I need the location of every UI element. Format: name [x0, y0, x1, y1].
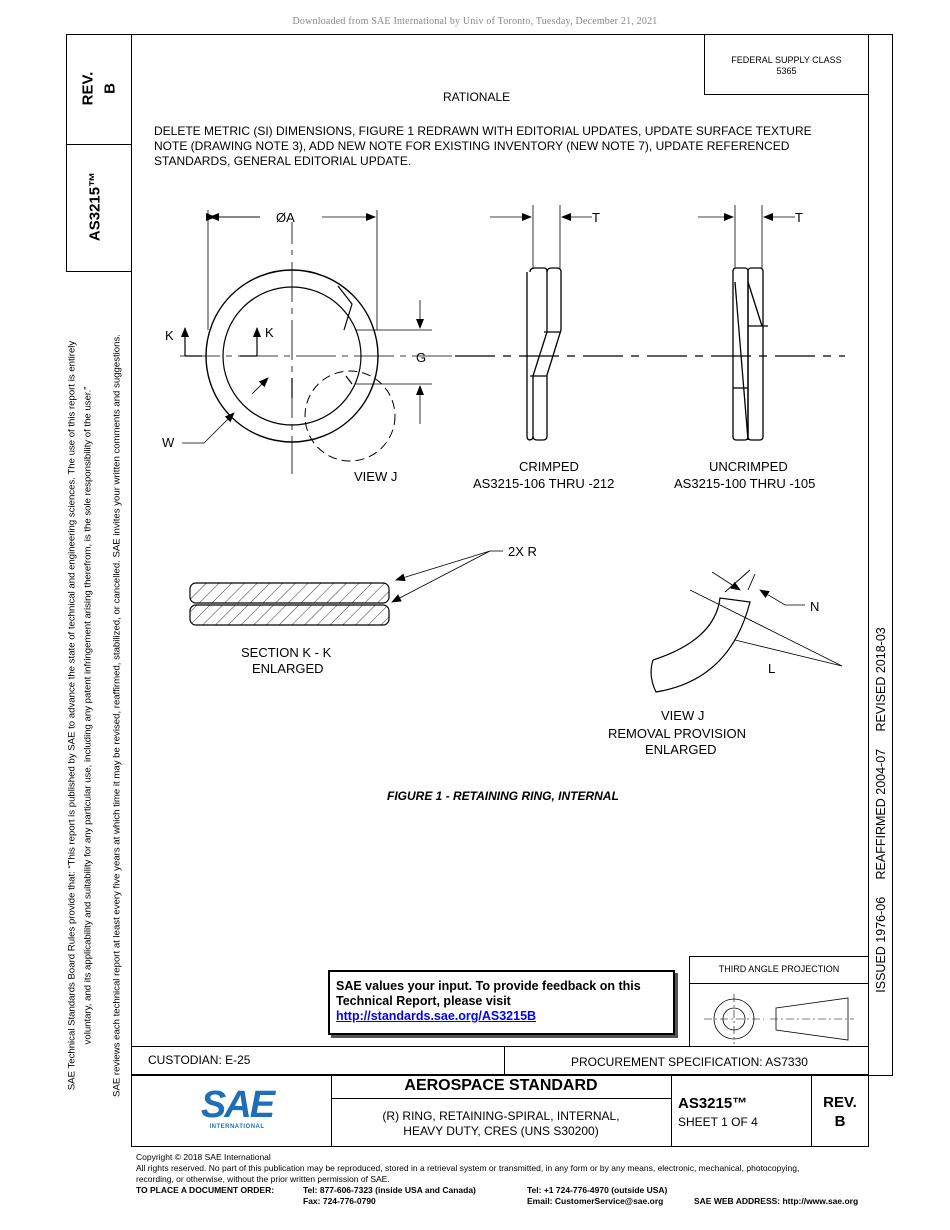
t-label-uncrimped: T — [795, 210, 803, 225]
g-label: G — [416, 350, 426, 365]
federal-supply-value: 5365 — [776, 66, 797, 76]
crimped-side-view — [490, 205, 592, 441]
left-strip-frame — [66, 34, 132, 272]
title-block-div-b — [671, 1074, 672, 1147]
l-label: L — [768, 661, 775, 676]
fax: Fax: 724-776-0790 — [303, 1196, 376, 1206]
section-label-1: SECTION K - K — [241, 645, 332, 660]
third-angle-symbol — [704, 994, 854, 1044]
title-block-div-c — [811, 1074, 812, 1147]
view-j-removal — [650, 569, 843, 693]
custodian: CUSTODIAN: E-25 — [148, 1053, 251, 1067]
aerospace-standard: AEROSPACE STANDARD — [404, 1077, 598, 1094]
download-note: Downloaded from SAE International by Uni… — [292, 16, 658, 27]
sae-logo: SAE INTERNATIONAL — [192, 1086, 282, 1136]
web-address: SAE WEB ADDRESS: http://www.sae.org — [694, 1196, 859, 1206]
tel-usa: Tel: 877-606-7323 (inside USA and Canada… — [303, 1185, 476, 1195]
crimped-range: AS3215-106 THRU -212 — [473, 476, 614, 491]
left-strip-divider — [66, 144, 132, 145]
dia-label: ØA — [276, 210, 295, 225]
view-j2-label-2: REMOVAL PROVISION — [608, 726, 746, 741]
rationale-line-2: NOTE (DRAWING NOTE 3), ADD NEW NOTE FOR … — [154, 139, 790, 153]
crimped-label: CRIMPED — [519, 459, 579, 474]
section-kk — [189, 550, 503, 626]
right-strip-frame — [868, 34, 893, 1076]
doc-title-2: HEAVY DUTY, CRES (UNS S30200) — [403, 1124, 599, 1138]
title-block-hline — [331, 1098, 671, 1099]
figure-1-drawing: ØA K K G W VIEW J T CRIMPED AS3215-106 T… — [162, 205, 845, 803]
uncrimped-range: AS3215-100 THRU -105 — [674, 476, 815, 491]
view-j2-label-1: VIEW J — [661, 708, 704, 723]
uncrimped-side-view — [698, 205, 795, 441]
title-block-row-1-divider — [504, 1046, 505, 1075]
t-label-crimped: T — [592, 210, 600, 225]
view-j-label: VIEW J — [354, 469, 397, 484]
third-angle-label: THIRD ANGLE PROJECTION — [718, 964, 840, 974]
rationale-line-1: DELETE METRIC (SI) DIMENSIONS, FIGURE 1 … — [154, 124, 812, 138]
n-label: N — [810, 599, 819, 614]
rights-line-2: recording, or otherwise, without the pri… — [136, 1174, 390, 1184]
k-label-right: K — [265, 325, 274, 340]
order-label: TO PLACE A DOCUMENT ORDER: — [136, 1185, 275, 1195]
third-angle-divider — [689, 983, 869, 984]
procurement-spec: PROCUREMENT SPECIFICATION: AS7330 — [571, 1055, 808, 1069]
rights-line-1: All rights reserved. No part of this pub… — [136, 1163, 800, 1173]
sae-logo-sub: INTERNATIONAL — [209, 1124, 265, 1130]
w-label: W — [162, 435, 175, 450]
federal-supply-box — [704, 34, 869, 95]
title-block-row-2 — [131, 1074, 869, 1147]
feedback-line-2: Technical Report, please visit — [336, 994, 511, 1008]
sae-logo-text: SAE — [200, 1084, 275, 1126]
title-rev-label: REV. — [823, 1094, 857, 1111]
tel-intl: Tel: +1 724-776-4970 (outside USA) — [527, 1185, 668, 1195]
uncrimped-label: UNCRIMPED — [709, 459, 788, 474]
title-doc-number: AS3215™ — [678, 1095, 748, 1112]
email: Email: CustomerService@sae.org — [527, 1196, 664, 1206]
doc-title-1: (R) RING, RETAINING-SPIRAL, INTERNAL, — [382, 1109, 620, 1123]
federal-supply-label: FEDERAL SUPPLY CLASS — [731, 55, 842, 65]
feedback-link[interactable]: http://standards.sae.org/AS3215B — [336, 1009, 537, 1023]
section-label-2: ENLARGED — [252, 661, 324, 676]
figure-caption: FIGURE 1 - RETAINING RING, INTERNAL — [387, 789, 619, 803]
sheet-number: SHEET 1 OF 4 — [678, 1115, 758, 1129]
feedback-box — [328, 970, 675, 1035]
rationale-title: RATIONALE — [443, 90, 511, 104]
ring-top-view — [180, 210, 470, 474]
r-label: 2X R — [508, 544, 537, 559]
feedback-line-1: SAE values your input. To provide feedba… — [336, 979, 641, 993]
title-rev-value: B — [834, 1113, 846, 1130]
k-label-left: K — [165, 328, 174, 343]
view-j2-label-3: ENLARGED — [645, 742, 717, 757]
title-block-div-a — [331, 1074, 332, 1147]
copyright: Copyright © 2018 SAE International — [136, 1152, 271, 1162]
rationale-line-3: STANDARDS, GENERAL EDITORIAL UPDATE. — [154, 154, 412, 168]
